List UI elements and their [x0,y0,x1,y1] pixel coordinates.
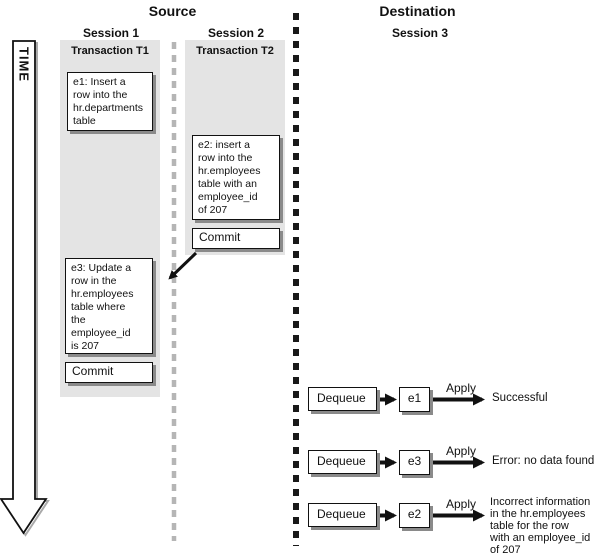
event-box-e2: e2: insert a row into the hr.employees t… [192,135,280,220]
event-box-e1: e1: Insert a row into the hr.departments… [67,72,153,131]
session2-label: Session 2 [207,26,265,40]
apply-label-row3: Apply [445,497,477,511]
session3-label: Session 3 [391,26,449,40]
event-chip-e3: e3 [399,450,430,475]
session1-label: Session 1 [82,26,140,40]
time-axis-label: TIME [17,47,32,82]
source-title: Source [148,3,197,19]
event-chip-e1: e1 [399,387,430,412]
dequeue-box-row3: Dequeue [308,503,377,527]
apply-label-row1: Apply [445,381,477,395]
result-row1: Successful [492,392,548,404]
destination-title: Destination [379,3,456,19]
commit-box-t1: Commit [65,362,153,383]
commit-box-t2: Commit [192,228,280,249]
transaction-t1-header: Transaction T1 [71,45,149,57]
result-row3: Incorrect information in the hr.employee… [490,496,591,556]
commit-to-e3-arrow [168,251,198,280]
result-row2: Error: no data found [492,455,595,467]
apply-label-row2: Apply [445,444,477,458]
event-chip-e2: e2 [399,503,430,528]
transaction-t2-header: Transaction T2 [196,45,274,57]
dequeue-box-row1: Dequeue [308,387,377,411]
dequeue-box-row2: Dequeue [308,450,377,474]
time-arrow [0,40,48,535]
event-box-e3: e3: Update a row in the hr.employees tab… [65,258,153,354]
